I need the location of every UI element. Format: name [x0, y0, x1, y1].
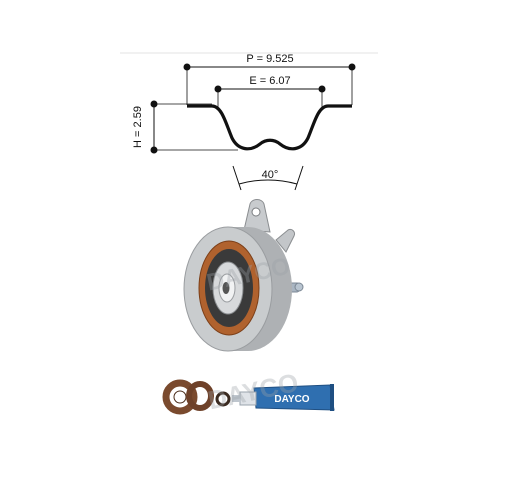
sealant-tube: DAYCO — [232, 384, 335, 411]
pitch-label: P = 9.525 — [246, 53, 293, 65]
belt-profile-drawing: P = 9.525 E = 6.07 H = 2.59 40° — [120, 52, 378, 191]
shaft-seal-large — [162, 379, 198, 415]
bracket-lever — [275, 229, 295, 253]
shaft-seal-medium — [186, 381, 214, 411]
tooth-width-label: E = 6.07 — [249, 75, 290, 87]
accessory-parts: DAYCO — [162, 379, 335, 415]
tube-brand-label: DAYCO — [274, 394, 309, 405]
belt-tooth-outline — [187, 104, 352, 151]
o-ring-small — [215, 391, 231, 407]
pitch-dimension: P = 9.525 — [183, 53, 356, 105]
height-dimension: H = 2.59 — [132, 100, 238, 154]
angle-label: 40° — [262, 169, 279, 181]
tensioner-pulley — [183, 199, 304, 352]
tooth-width-dimension: E = 6.07 — [214, 75, 326, 108]
height-label: H = 2.59 — [132, 106, 144, 148]
tooth-angle-dimension: 40° — [232, 165, 304, 191]
